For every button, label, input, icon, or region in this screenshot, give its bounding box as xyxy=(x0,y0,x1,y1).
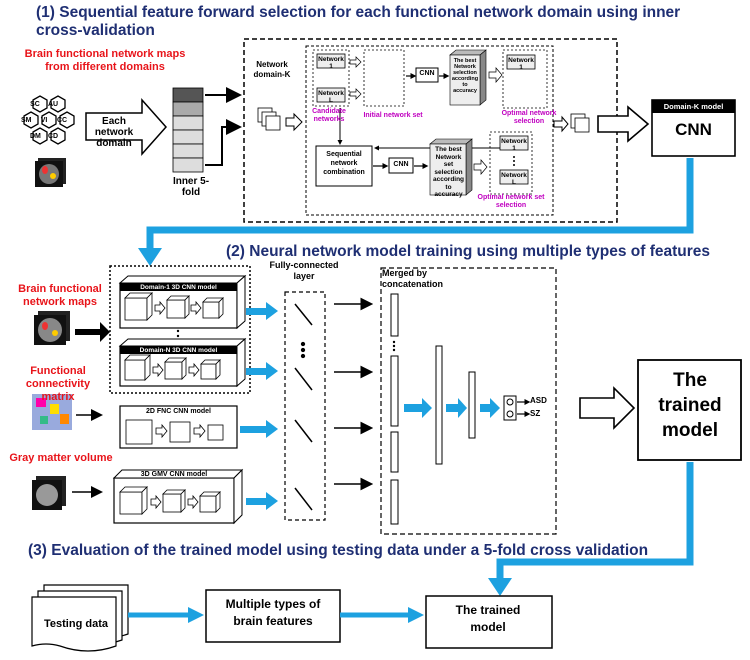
selection-inner-box xyxy=(305,45,554,216)
gmv-image xyxy=(32,476,66,510)
inner-fold-label: Inner 5-fold xyxy=(172,176,210,198)
fc-layer-box xyxy=(284,291,326,521)
testing-data-label: Testing data xyxy=(44,618,108,630)
trained-model-final-box xyxy=(425,595,553,649)
optimal-set-network-1: Network 1 xyxy=(501,138,527,152)
asd-label: ASD xyxy=(530,396,547,405)
fnc-matrix-image xyxy=(32,394,72,430)
candidate-label: Candidate networks xyxy=(312,108,346,123)
testing-data-stack xyxy=(31,584,129,652)
network-l-label: Network L xyxy=(318,90,344,104)
domain1-model-label: Domain-1 3D CNN model xyxy=(140,284,217,291)
gmv-model-label: 3D GMV CNN model xyxy=(140,471,208,478)
section-3-title: (3) Evaluation of the trained model usin… xyxy=(28,542,649,559)
domainN-model-label: Domain-N 3D CNN model xyxy=(139,347,218,354)
merged-box xyxy=(380,267,557,535)
network-domain-k-label: Network domain-K xyxy=(253,60,291,79)
hex-au: AU xyxy=(48,101,59,108)
best-network-label: The best Network selection according to … xyxy=(451,58,479,94)
merged-label: Merged by concatenation xyxy=(382,268,444,289)
best-network-set-label: The best Network set selection according… xyxy=(432,146,465,198)
sz-label: SZ xyxy=(530,409,541,418)
section-1-title: (1) Sequential feature forward selection… xyxy=(36,4,681,21)
features-box xyxy=(205,589,341,643)
hex-dm: DM xyxy=(30,133,41,140)
seq-combo-label: Sequential network combination xyxy=(323,151,365,176)
domain-cubes xyxy=(257,107,281,131)
each-domain-arrow xyxy=(85,98,168,156)
optimal-network-1: Network 1 xyxy=(508,57,534,71)
initial-set-label: Initial network set xyxy=(363,112,423,119)
section-2-title: (2) Neural network model training using … xyxy=(226,243,711,260)
hex-cc: CC xyxy=(57,117,68,124)
trained-model-box xyxy=(637,359,742,461)
hex-cd: CD xyxy=(48,133,59,140)
blue-arrows-fc xyxy=(240,302,278,510)
hex-vi: VI xyxy=(40,117,48,124)
part2-maps-label: Brain functional network maps xyxy=(18,283,102,308)
cnn-label-1: CNN xyxy=(419,70,435,77)
brain-map-stack xyxy=(35,158,66,187)
hex-sc: SC xyxy=(30,101,40,108)
domain-hexagons xyxy=(23,95,75,145)
trained-model-label: The trained model xyxy=(658,370,722,441)
domain-k-cnn-label: CNN xyxy=(675,120,712,139)
inner-fold-stack xyxy=(172,87,204,173)
domain-models-box xyxy=(109,265,251,394)
section-1-title-cont: cross-validation xyxy=(36,22,155,39)
gmv-label: Gray matter volume xyxy=(9,452,113,464)
fc-layer-label: Fully-connected layer xyxy=(269,260,339,281)
brain-maps-image xyxy=(34,311,70,345)
cnn-label-2: CNN xyxy=(393,161,409,168)
optimal-set-label: Optimal network set selection xyxy=(477,194,545,209)
each-domain-label: Each network domain xyxy=(94,116,134,149)
part1-maps-label: Brain functional network maps from diffe… xyxy=(24,48,186,73)
optimal-label: Optimal network selection xyxy=(501,110,557,125)
fnc-label: Functional connectivity matrix xyxy=(25,365,91,403)
fnc-model-label: 2D FNC CNN model xyxy=(146,408,211,415)
to-domain-cnn-arrow xyxy=(597,105,650,143)
domain-k-model-label: Domain-K model xyxy=(663,102,724,111)
features-label: Multiple types of brain features xyxy=(225,597,321,628)
network-1-label: Network 1 xyxy=(318,56,344,70)
trained-model-final-label: The trained model xyxy=(455,603,521,634)
optimal-set-network-l: Network L xyxy=(501,172,527,186)
hex-sm: SM xyxy=(21,117,32,124)
